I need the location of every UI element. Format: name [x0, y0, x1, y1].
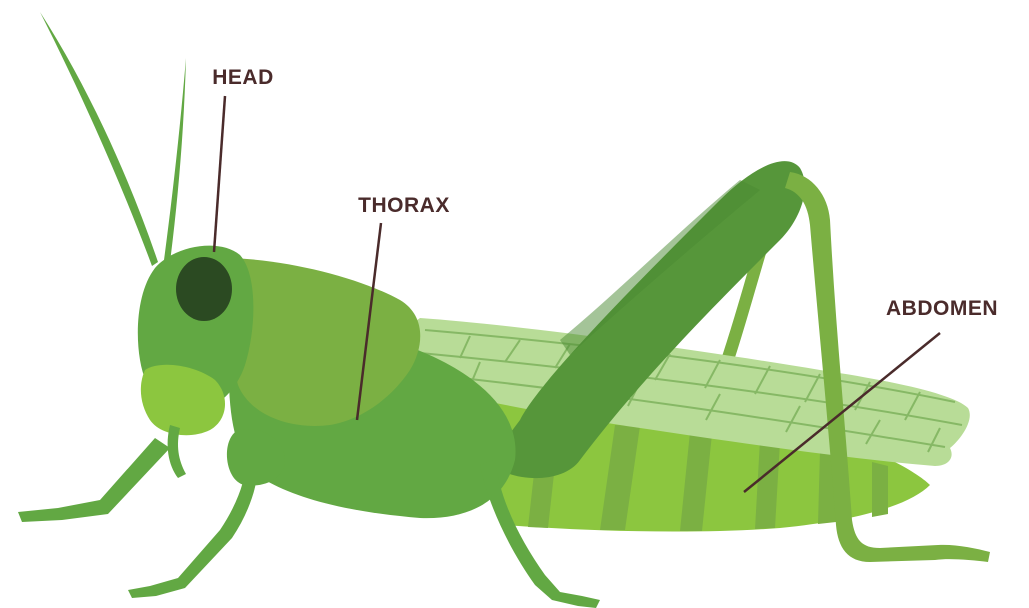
label-thorax: THORAX: [358, 194, 450, 217]
antenna-right: [164, 58, 186, 262]
antenna-left: [40, 12, 158, 266]
head-leader-line: [214, 96, 225, 252]
antennae: [40, 12, 186, 266]
far-front-leg: [18, 438, 170, 522]
compound-eye-icon: [176, 257, 232, 321]
label-abdomen: ABDOMEN: [886, 297, 998, 320]
abdomen-stripe-6: [872, 462, 888, 517]
label-head: HEAD: [212, 66, 274, 89]
